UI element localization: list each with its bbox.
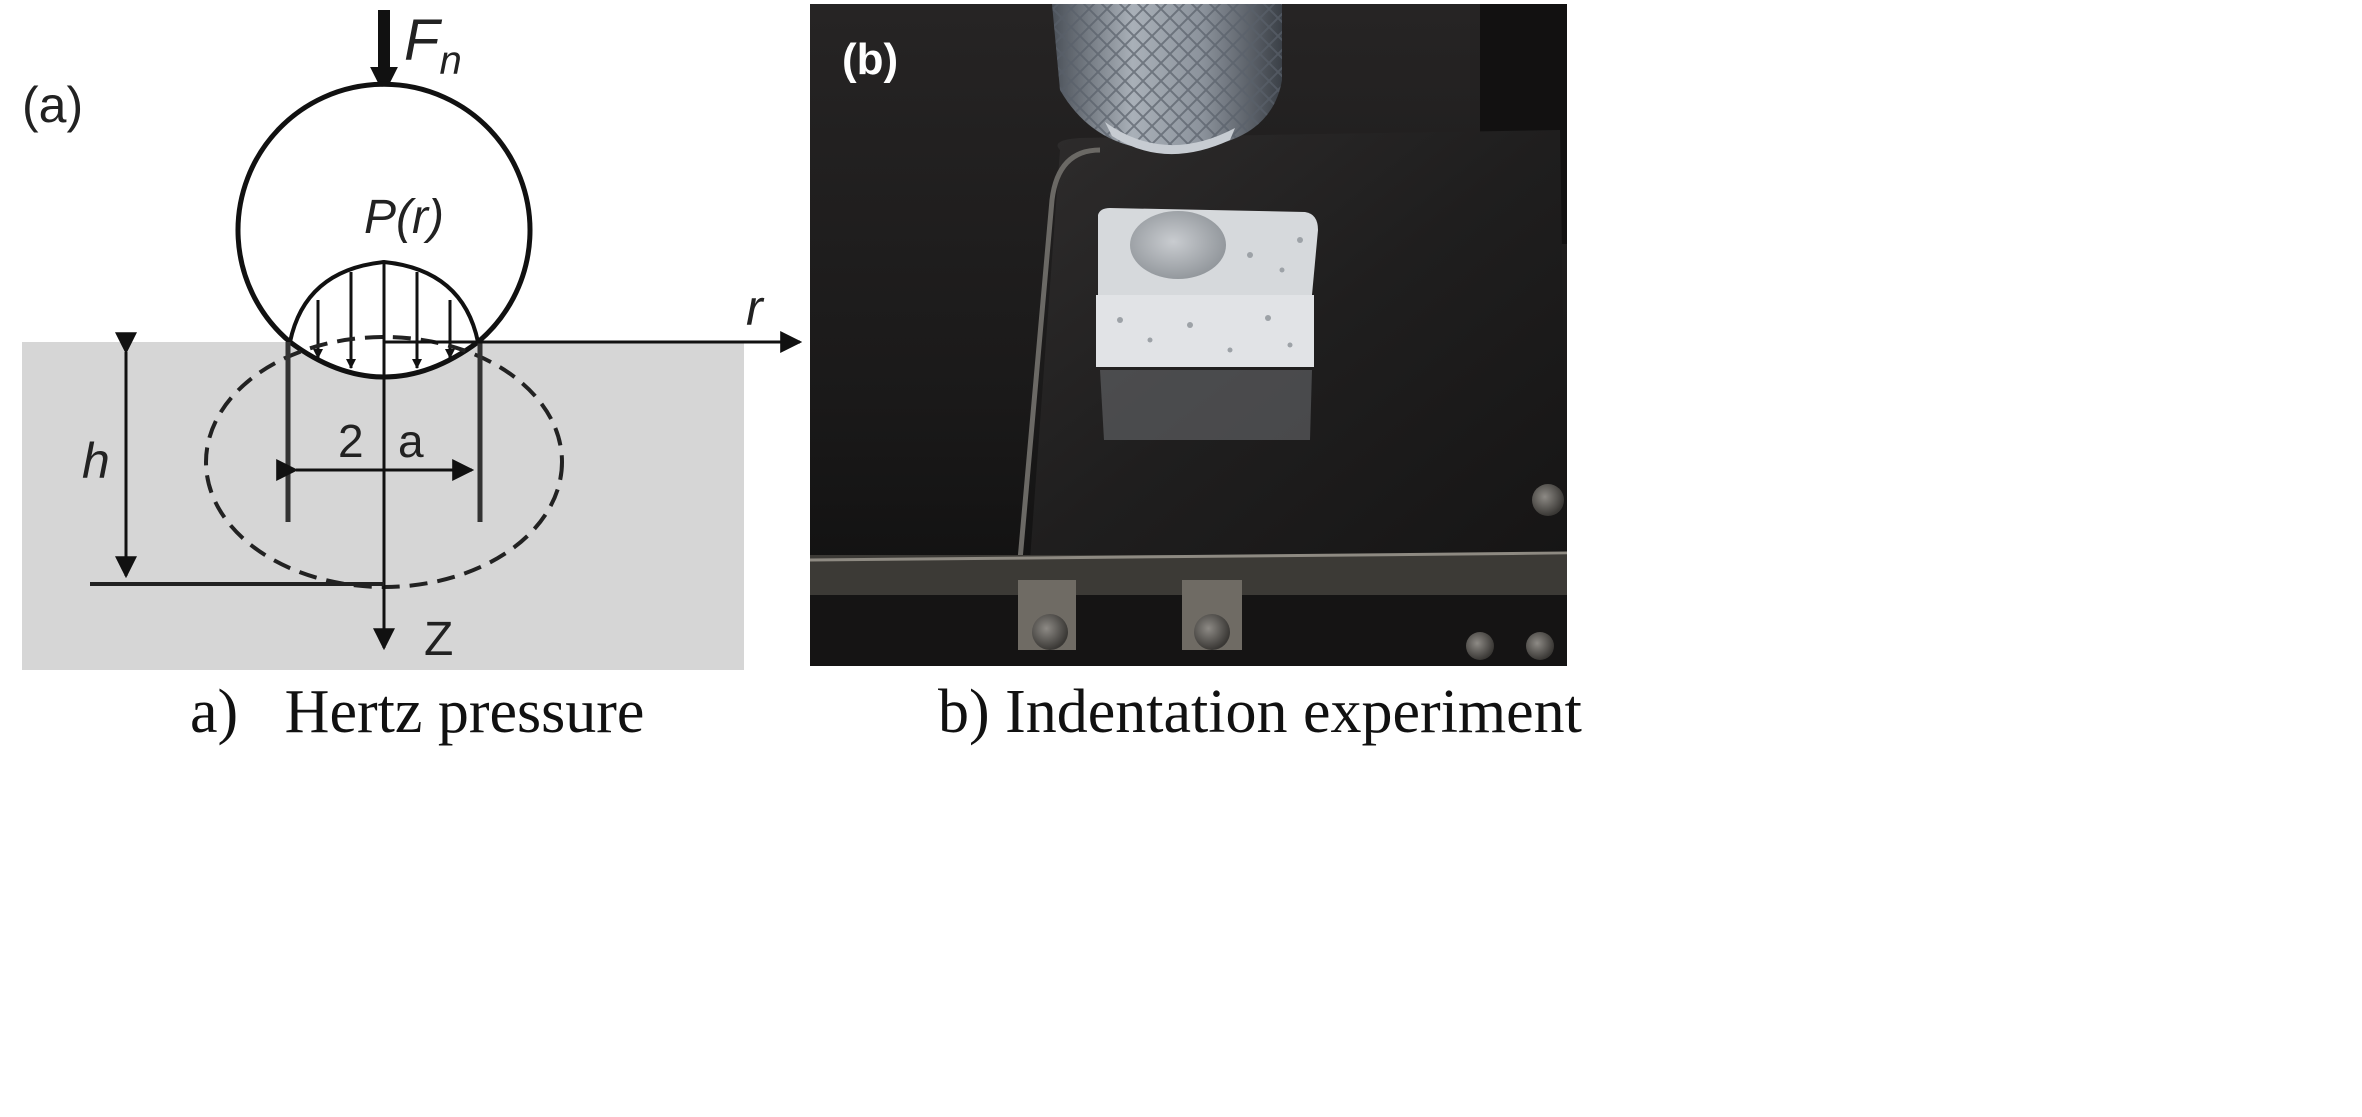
sample-reflection	[1100, 370, 1312, 440]
screw-head-bottom-right	[1466, 632, 1494, 660]
r-axis-label: r	[746, 280, 765, 336]
indentation-hole	[1130, 211, 1226, 279]
indenter-ball	[235, 81, 533, 380]
pore	[1187, 322, 1193, 328]
panel-a-tag: (a)	[22, 77, 83, 133]
force-subscript: n	[439, 39, 461, 83]
pore	[1287, 342, 1293, 348]
sample-pores	[1117, 237, 1303, 353]
screw-head-corner	[1532, 484, 1564, 516]
z-axis-label: Z	[424, 613, 453, 666]
pore	[1227, 347, 1233, 353]
sample-front-face	[1096, 295, 1314, 367]
force-symbol: F	[404, 8, 443, 73]
force-label: Fn	[404, 8, 462, 83]
contact-label-a: a	[398, 415, 424, 467]
screw-head-left	[1032, 614, 1068, 650]
pore	[1247, 252, 1253, 258]
pressure-label: P(r)	[364, 191, 444, 244]
screw-head-bottom-far	[1526, 632, 1554, 660]
pore	[1279, 267, 1285, 273]
indenter-tool	[1052, 4, 1282, 155]
panel-b-tag: (b)	[842, 35, 898, 84]
contact-label-2: 2	[338, 415, 364, 467]
pressure-arrows	[313, 272, 455, 369]
porous-sample	[1096, 208, 1318, 440]
pore	[1297, 237, 1303, 243]
pore	[1147, 337, 1153, 343]
plate-front-highlight	[809, 551, 1568, 562]
pore	[1117, 317, 1123, 323]
indenter-knurling	[1052, 4, 1282, 150]
pore	[1265, 315, 1271, 321]
depth-label: h	[82, 433, 110, 489]
screw-head-right	[1194, 614, 1230, 650]
panel-b-photo: (b)	[809, 4, 1568, 666]
caption-b: b) Indentation experiment	[938, 678, 1582, 746]
panel-a-hertz-diagram: (a) Fn P(r) 2 a r Z	[22, 8, 803, 670]
caption-a: a) Hertz pressure	[190, 678, 644, 746]
plate-edge-highlight	[1017, 147, 1101, 561]
indenter-tip	[1105, 122, 1235, 155]
